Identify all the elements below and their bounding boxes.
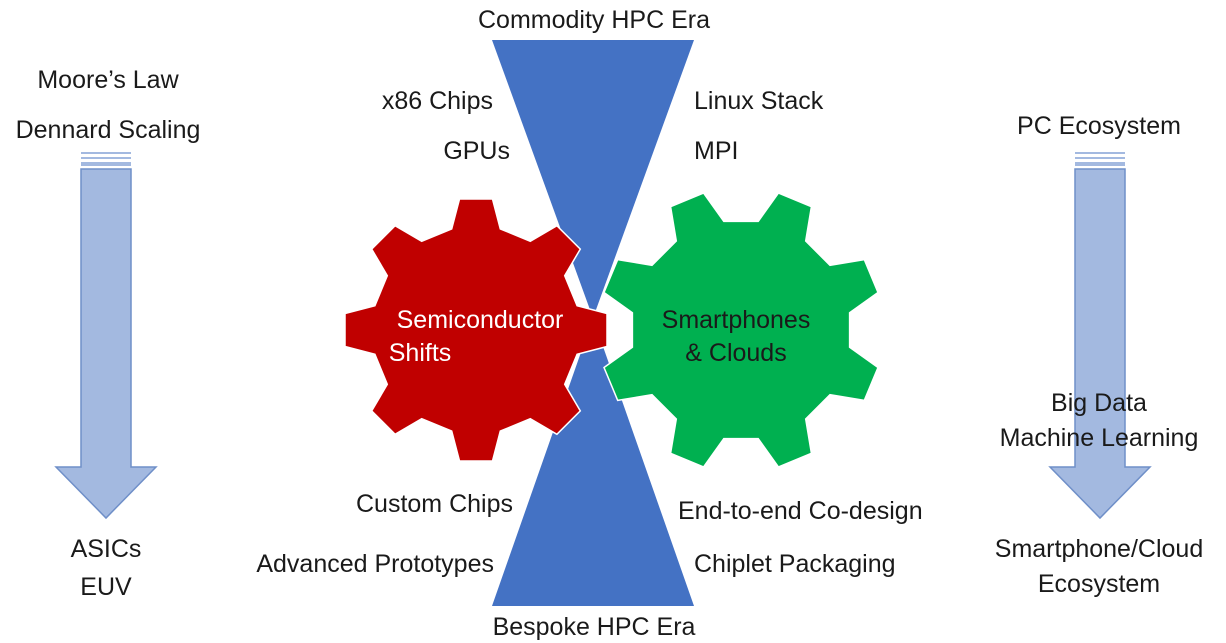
label-smartphone-cloud: Smartphone/Cloud: [995, 535, 1203, 563]
hourglass-bottom-label: Bespoke HPC Era: [493, 613, 696, 641]
label-machine-learning: Machine Learning: [1000, 424, 1199, 452]
right-arrow-stripe: [1075, 162, 1125, 166]
label-dennard-scaling: Dennard Scaling: [16, 116, 201, 144]
gear-right-label-line2: & Clouds: [685, 339, 786, 367]
label-custom-chips: Custom Chips: [356, 490, 513, 518]
label-ecosystem: Ecosystem: [1038, 570, 1160, 598]
right-arrow-stripe: [1075, 157, 1125, 159]
label-pc-ecosystem: PC Ecosystem: [1017, 112, 1181, 140]
label-asics: ASICs: [71, 535, 142, 563]
left-arrow-stripe: [81, 152, 131, 154]
smartphones-gear: [603, 192, 879, 468]
label-chiplet-packaging: Chiplet Packaging: [694, 550, 896, 578]
label-advanced-prototypes: Advanced Prototypes: [256, 550, 494, 578]
gear-right-label-line1: Smartphones: [662, 306, 811, 334]
right-arrow-stripe: [1075, 152, 1125, 154]
hourglass-top-label: Commodity HPC Era: [478, 6, 710, 34]
hourglass-bottom-triangle: [492, 318, 694, 606]
label-linux-stack: Linux Stack: [694, 87, 824, 115]
right-down-arrow: [1048, 152, 1152, 520]
label-x86-chips: x86 Chips: [382, 87, 493, 115]
left-arrow-shaft: [54, 168, 158, 520]
hourglass-top-triangle: [492, 40, 694, 318]
semiconductor-gear: [344, 198, 608, 462]
label-euv: EUV: [80, 573, 132, 601]
left-down-arrow: [54, 152, 158, 520]
label-gpus: GPUs: [443, 137, 510, 165]
gear-left-label-line2: Shifts: [389, 339, 452, 367]
label-end-to-end-codesign: End-to-end Co-design: [678, 497, 923, 525]
gear-left-label-line1: Semiconductor: [397, 306, 564, 334]
left-arrow-stripe: [81, 157, 131, 159]
left-arrow-stripe: [81, 162, 131, 166]
label-big-data: Big Data: [1051, 389, 1147, 417]
label-moores-law: Moore’s Law: [37, 66, 179, 94]
label-mpi: MPI: [694, 137, 738, 165]
right-arrow-shaft: [1048, 168, 1152, 520]
